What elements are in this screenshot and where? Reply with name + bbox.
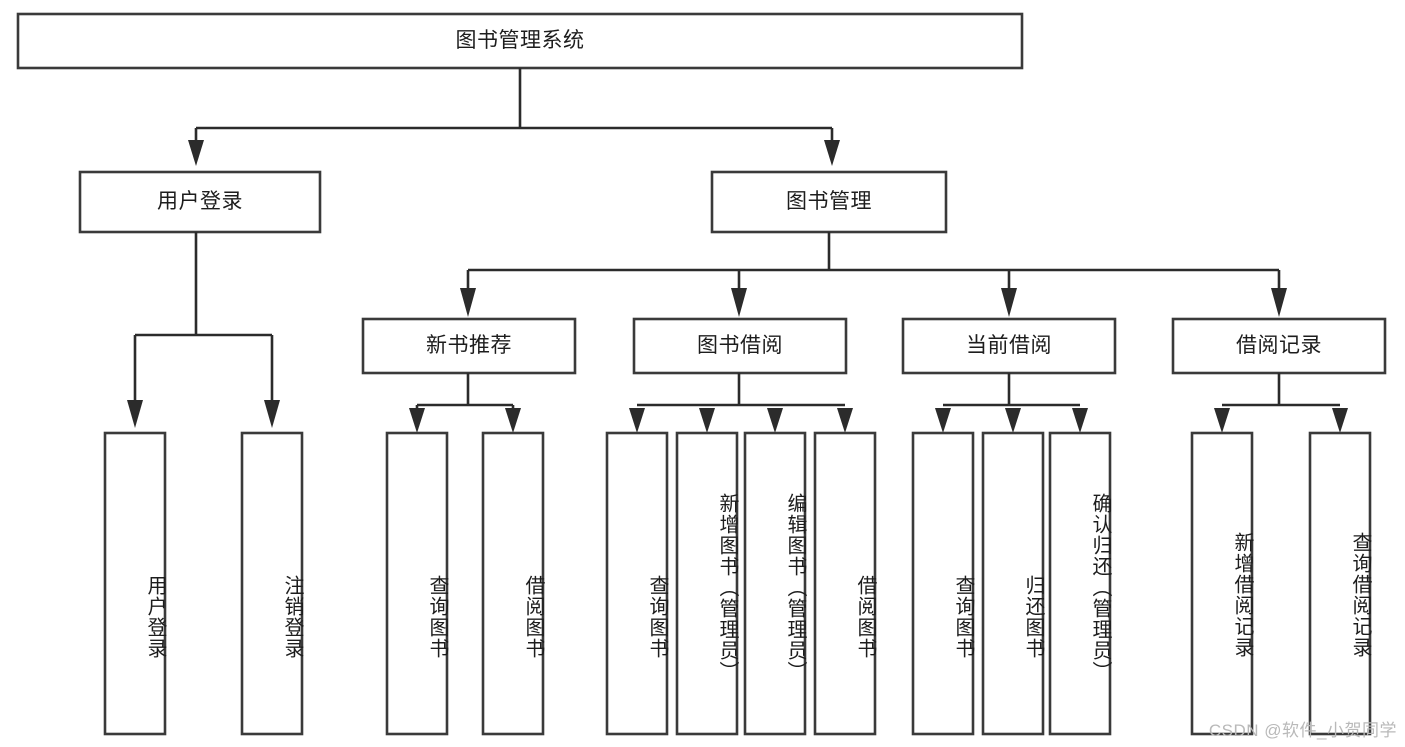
arrow-head-leaf-user-login (127, 400, 143, 428)
arrow-head-leaf-rec-query (409, 408, 425, 433)
leaf-box-br-add[interactable] (1190, 431, 1254, 736)
node-current-borrow-box[interactable] (901, 317, 1117, 375)
arrow-head-leaf-cb-query (935, 408, 951, 433)
leaf-box-bb-query[interactable] (605, 431, 669, 736)
arrow-head-leaf-bb-add (699, 408, 715, 433)
leaf-box-cb-return[interactable] (981, 431, 1045, 736)
leaf-box-cb-confirm[interactable] (1048, 431, 1112, 736)
leaf-box-user-login[interactable] (103, 431, 167, 736)
node-borrow-record-box[interactable] (1171, 317, 1387, 375)
node-root-box[interactable] (16, 12, 1024, 70)
arrow-head-leaf-cb-confirm (1072, 408, 1088, 433)
node-book-borrow-box[interactable] (632, 317, 848, 375)
arrow-head-leaf-bb-edit (767, 408, 783, 433)
node-book-manage-box[interactable] (710, 170, 948, 234)
leaf-box-cb-query[interactable] (911, 431, 975, 736)
node-user-login-box[interactable] (78, 170, 322, 234)
node-new-book-rec-box[interactable] (361, 317, 577, 375)
arrow-head-book-borrow (731, 288, 747, 317)
leaf-box-bb-edit[interactable] (743, 431, 807, 736)
arrow-head-borrow-record (1271, 288, 1287, 317)
arrow-head-leaf-rec-borrow (505, 408, 521, 433)
leaf-box-bb-add[interactable] (675, 431, 739, 736)
leaf-box-user-logout[interactable] (240, 431, 304, 736)
arrow-head-user-login (188, 140, 204, 166)
leaf-box-br-query[interactable] (1308, 431, 1372, 736)
arrow-head-leaf-br-add (1214, 408, 1230, 433)
arrow-head-new-book-rec (460, 288, 476, 317)
leaf-box-rec-borrow[interactable] (481, 431, 545, 736)
leaf-box-rec-query[interactable] (385, 431, 449, 736)
arrow-head-leaf-bb-borrow (837, 408, 853, 433)
arrow-head-leaf-br-query (1332, 408, 1348, 433)
arrow-head-leaf-bb-query (629, 408, 645, 433)
arrow-head-leaf-cb-return (1005, 408, 1021, 433)
arrow-head-current-borrow (1001, 288, 1017, 317)
arrow-head-book-manage (824, 140, 840, 166)
leaf-box-bb-borrow[interactable] (813, 431, 877, 736)
arrow-head-leaf-user-logout (264, 400, 280, 428)
